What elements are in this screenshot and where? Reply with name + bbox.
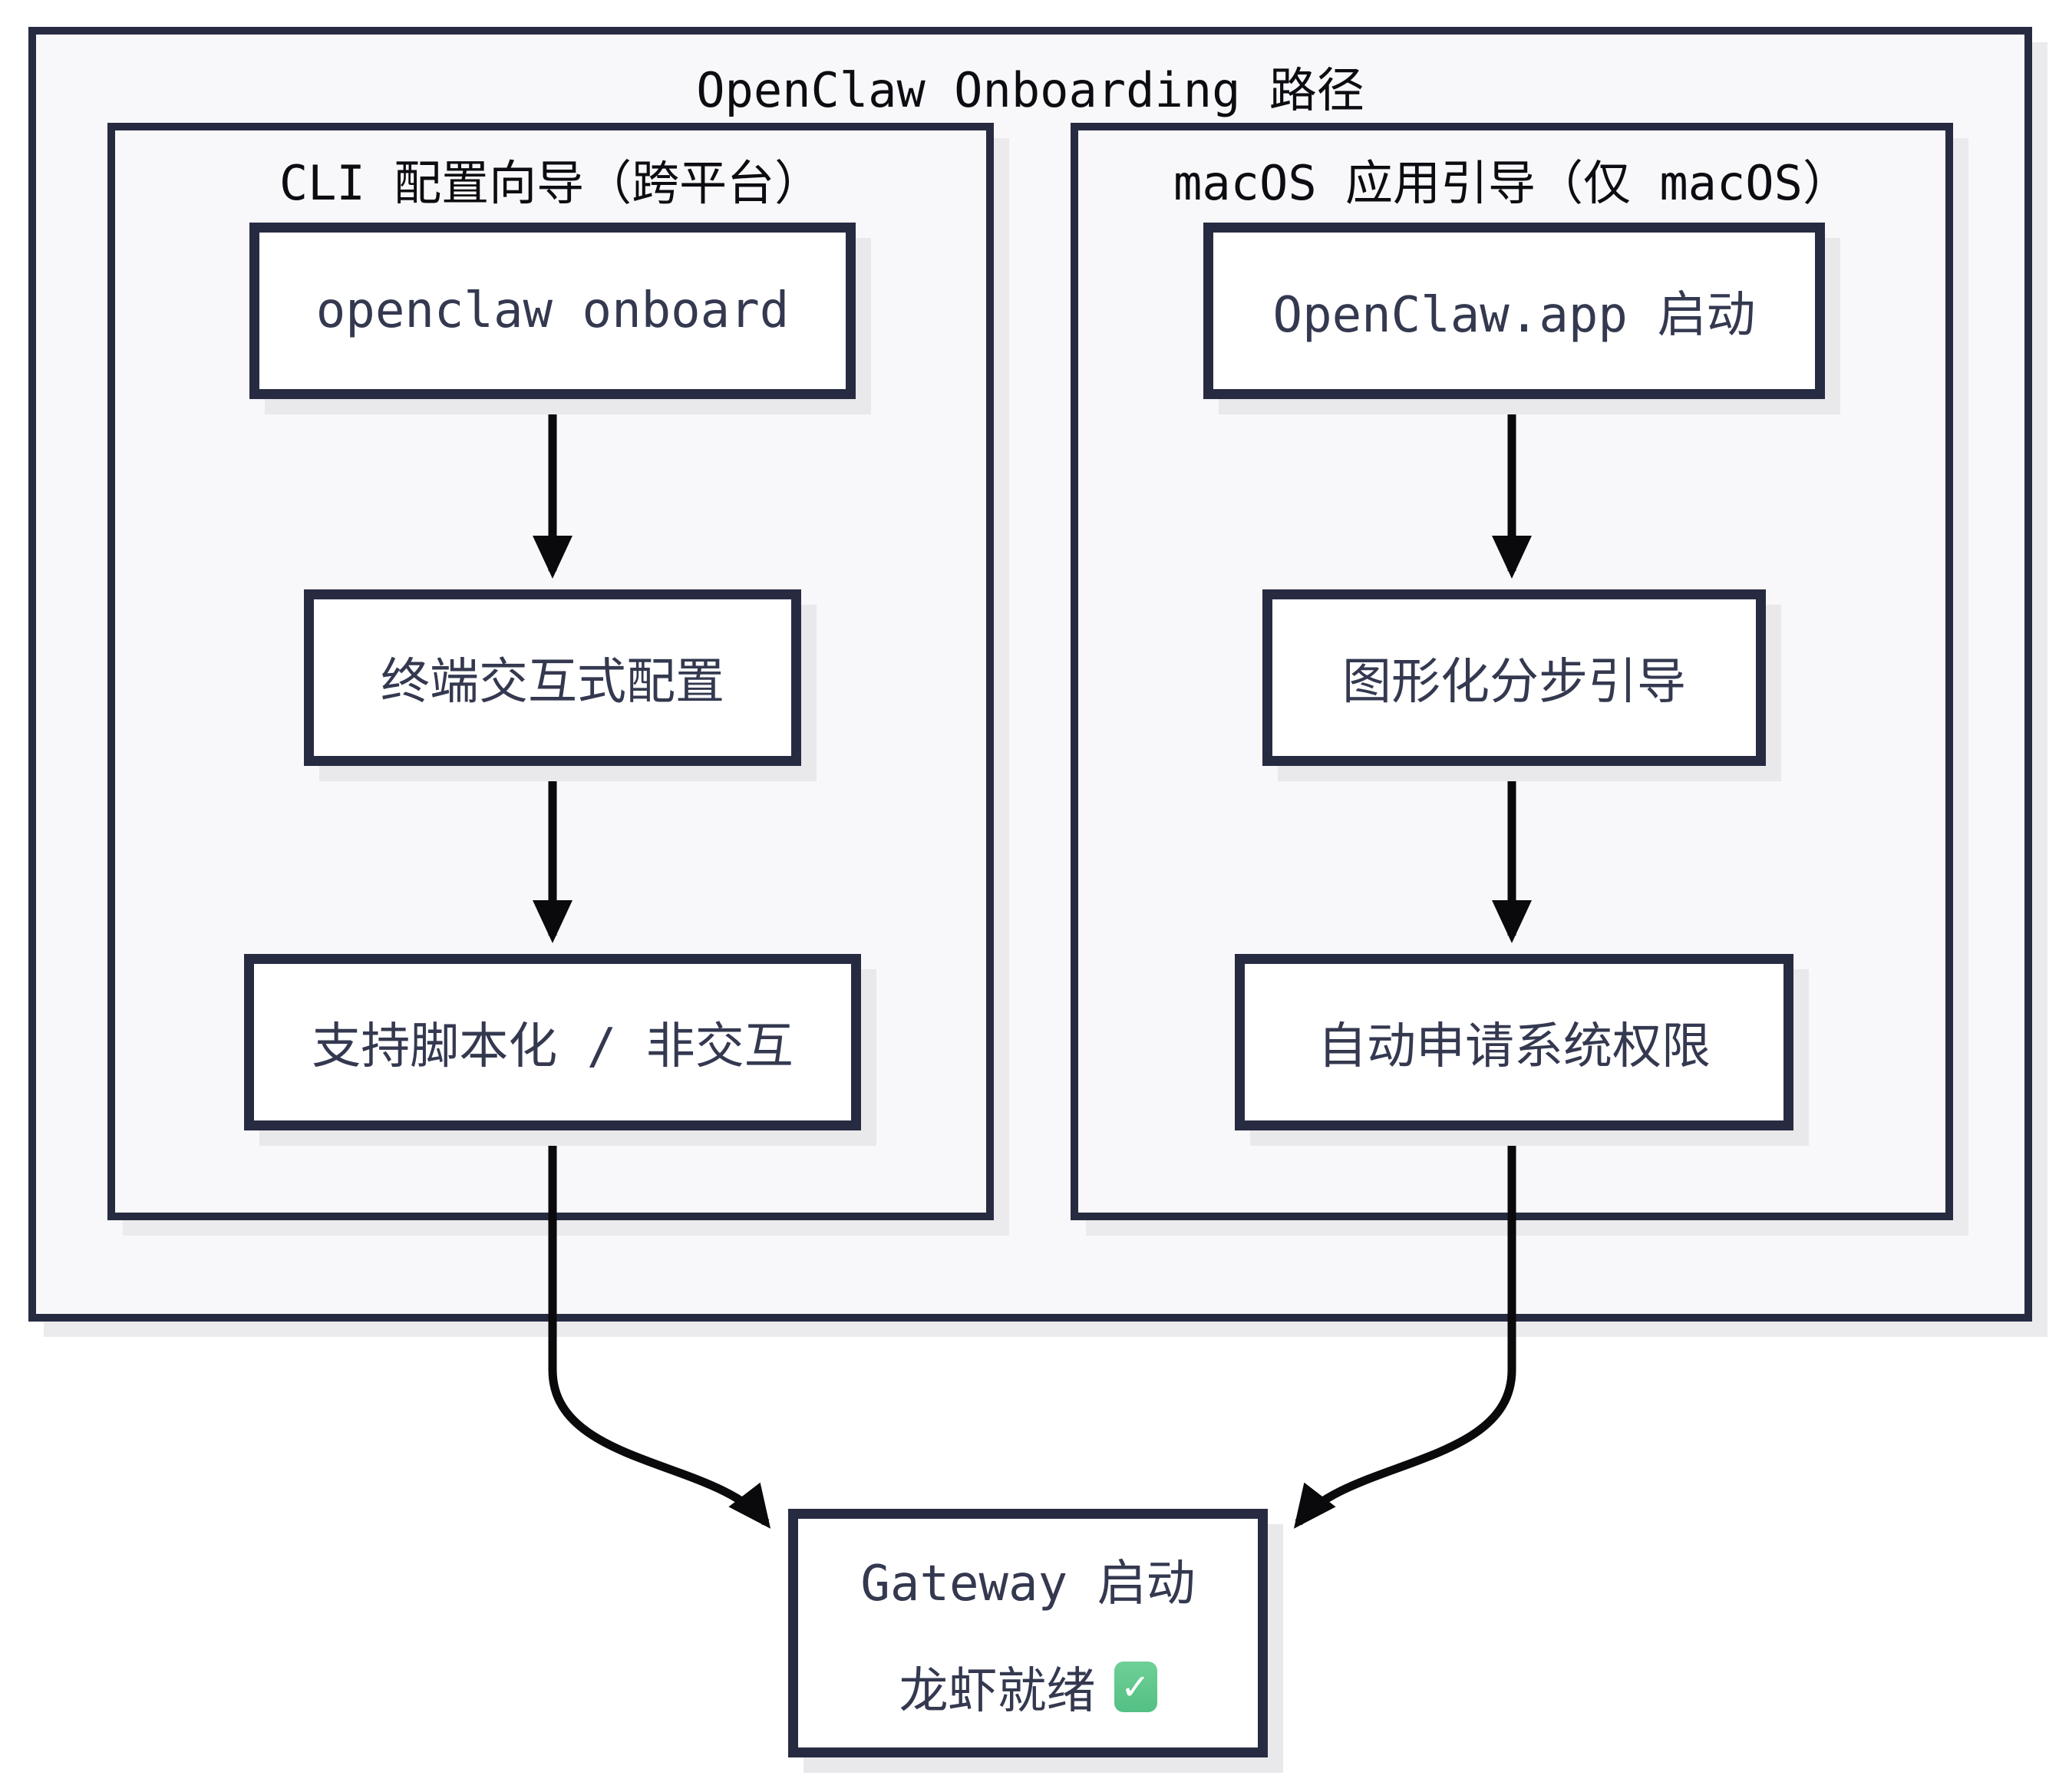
node-auto-request-permissions-label: 自动申请系统权限 xyxy=(1318,1018,1711,1075)
node-terminal-interactive-config: 终端交互式配置 xyxy=(304,589,801,766)
gateway-line1: Gateway 启动 xyxy=(860,1544,1195,1615)
subgraph-macos-title: macOS 应用引导（仅 macOS） xyxy=(1173,155,1850,211)
node-openclaw-app-launch: OpenClaw.app 启动 xyxy=(1203,223,1825,399)
gateway-line2: 龙虾就绪 ✓ xyxy=(899,1652,1157,1722)
node-openclaw-app-launch-label: OpenClaw.app 启动 xyxy=(1272,287,1756,344)
node-scriptable-noninteractive-label: 支持脚本化 / 非交互 xyxy=(312,1018,794,1075)
node-graphical-step-guide-label: 图形化分步引导 xyxy=(1342,654,1686,711)
subgraph-cli-title: CLI 配置向导（跨平台） xyxy=(279,155,823,211)
gateway-line1-label: Gateway 启动 xyxy=(860,1556,1196,1612)
node-gateway-ready: Gateway 启动 龙虾就绪 ✓ xyxy=(788,1509,1268,1757)
node-scriptable-noninteractive: 支持脚本化 / 非交互 xyxy=(244,954,861,1130)
node-terminal-interactive-config-label: 终端交互式配置 xyxy=(381,654,724,711)
node-graphical-step-guide: 图形化分步引导 xyxy=(1262,589,1766,766)
node-openclaw-onboard-label: openclaw onboard xyxy=(315,282,790,339)
gateway-line2-label: 龙虾就绪 xyxy=(899,1663,1096,1720)
check-mark-icon: ✓ xyxy=(1114,1662,1157,1712)
diagram-title: OpenClaw Onboarding 路径 xyxy=(696,62,1364,118)
node-openclaw-onboard: openclaw onboard xyxy=(249,223,856,399)
node-auto-request-permissions: 自动申请系统权限 xyxy=(1235,954,1793,1130)
